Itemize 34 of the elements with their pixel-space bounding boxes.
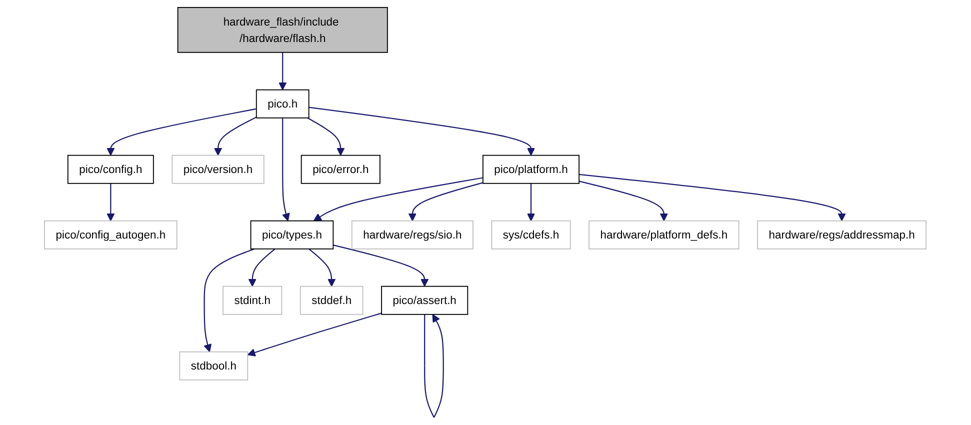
arrow <box>204 248 255 352</box>
arrow <box>248 248 276 287</box>
arrow <box>308 248 336 287</box>
node-box: hardware/regs/addressmap.h <box>757 220 927 250</box>
node-box: pico/platform.h <box>482 154 580 184</box>
arrow <box>106 183 115 222</box>
node-box: pico/config.h <box>68 154 154 184</box>
node-box: stdbool.h <box>179 351 248 380</box>
arrow <box>106 108 257 156</box>
arrow <box>248 312 382 356</box>
arrow <box>333 244 429 287</box>
arrow <box>424 314 444 418</box>
node-box: sys/cdefs.h <box>491 220 571 250</box>
arrow <box>308 106 536 156</box>
node-box: pico/version.h <box>172 154 265 184</box>
node-box: pico/error.h <box>301 154 381 184</box>
arrow <box>579 180 668 222</box>
arrow <box>579 174 846 222</box>
arrow <box>307 117 345 156</box>
arrow <box>408 182 484 222</box>
node-box: hardware_flash/include /hardware/flash.h <box>178 7 388 53</box>
arrow <box>214 116 257 156</box>
node-box: stdint.h <box>222 286 282 315</box>
arrow <box>282 118 290 222</box>
node-box: pico/assert.h <box>381 286 468 315</box>
arrow <box>278 52 287 90</box>
arrow <box>527 183 536 222</box>
node-box: pico/types.h <box>250 220 334 250</box>
node-box: stddef.h <box>300 286 364 315</box>
node-box: hardware/regs/sio.h <box>352 220 474 250</box>
node-box: hardware/platform_defs.h <box>588 220 740 250</box>
arrow <box>314 177 484 222</box>
node-box: pico.h <box>256 89 310 118</box>
node-box: pico/config_autogen.h <box>44 220 178 250</box>
